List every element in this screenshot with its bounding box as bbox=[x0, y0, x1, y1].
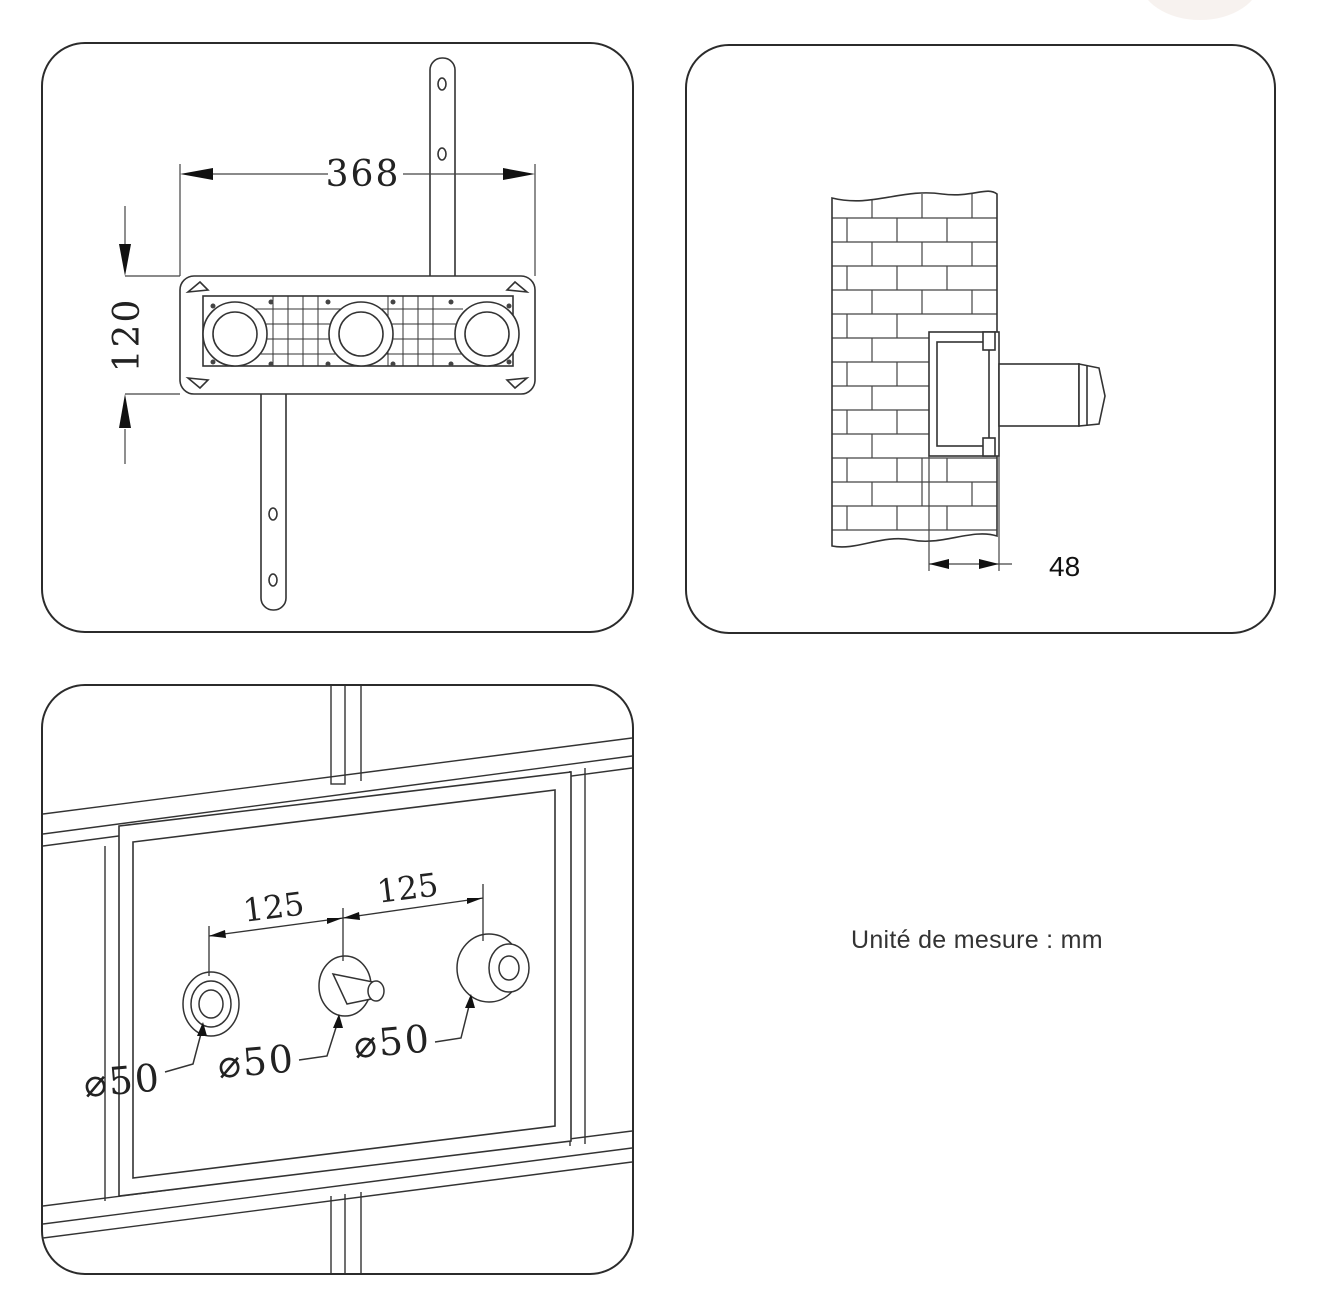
diameter-leaders bbox=[164, 997, 472, 1073]
depth-arrow-right bbox=[979, 559, 999, 569]
embedded-valve-body bbox=[928, 331, 1106, 457]
front-view-panel: 368 120 bbox=[41, 42, 634, 633]
height-arrow-top bbox=[119, 244, 131, 276]
corner-decoration bbox=[1140, 0, 1260, 20]
width-arrow-left bbox=[180, 168, 213, 180]
installation-view-drawing: 125 125 ⌀50 ⌀50 ⌀50 bbox=[43, 686, 632, 1273]
spacing-dimension-lines bbox=[208, 884, 484, 976]
side-view-panel: 48 bbox=[685, 44, 1276, 634]
width-dimension-lines bbox=[179, 164, 536, 276]
diameter-label-center: ⌀50 bbox=[216, 1036, 297, 1087]
unit-of-measure-note: Unité de mesure : mm bbox=[851, 926, 1103, 954]
spacing-label-2: 125 bbox=[375, 866, 440, 911]
front-view-drawing: 368 120 bbox=[107, 57, 536, 611]
outlet-right bbox=[456, 933, 530, 1003]
diameter-label-right: ⌀50 bbox=[352, 1016, 433, 1067]
height-arrow-bottom bbox=[119, 394, 131, 428]
width-arrow-right bbox=[503, 168, 535, 180]
side-view-drawing: 48 bbox=[831, 190, 1106, 582]
outlet-center bbox=[318, 955, 385, 1017]
depth-dimension-lines bbox=[928, 456, 1012, 571]
depth-arrow-left bbox=[929, 559, 949, 569]
width-dimension-label: 368 bbox=[326, 154, 401, 195]
installation-view-panel: 125 125 ⌀50 ⌀50 ⌀50 bbox=[41, 684, 634, 1275]
mounting-strap-top bbox=[429, 57, 456, 309]
height-dimension-label: 120 bbox=[107, 298, 148, 373]
spacing-label-1: 125 bbox=[241, 885, 306, 930]
outlet-left bbox=[182, 971, 240, 1037]
diameter-label-left: ⌀50 bbox=[82, 1055, 163, 1106]
height-dimension-lines bbox=[124, 206, 180, 464]
depth-dimension-label: 48 bbox=[1049, 551, 1080, 582]
